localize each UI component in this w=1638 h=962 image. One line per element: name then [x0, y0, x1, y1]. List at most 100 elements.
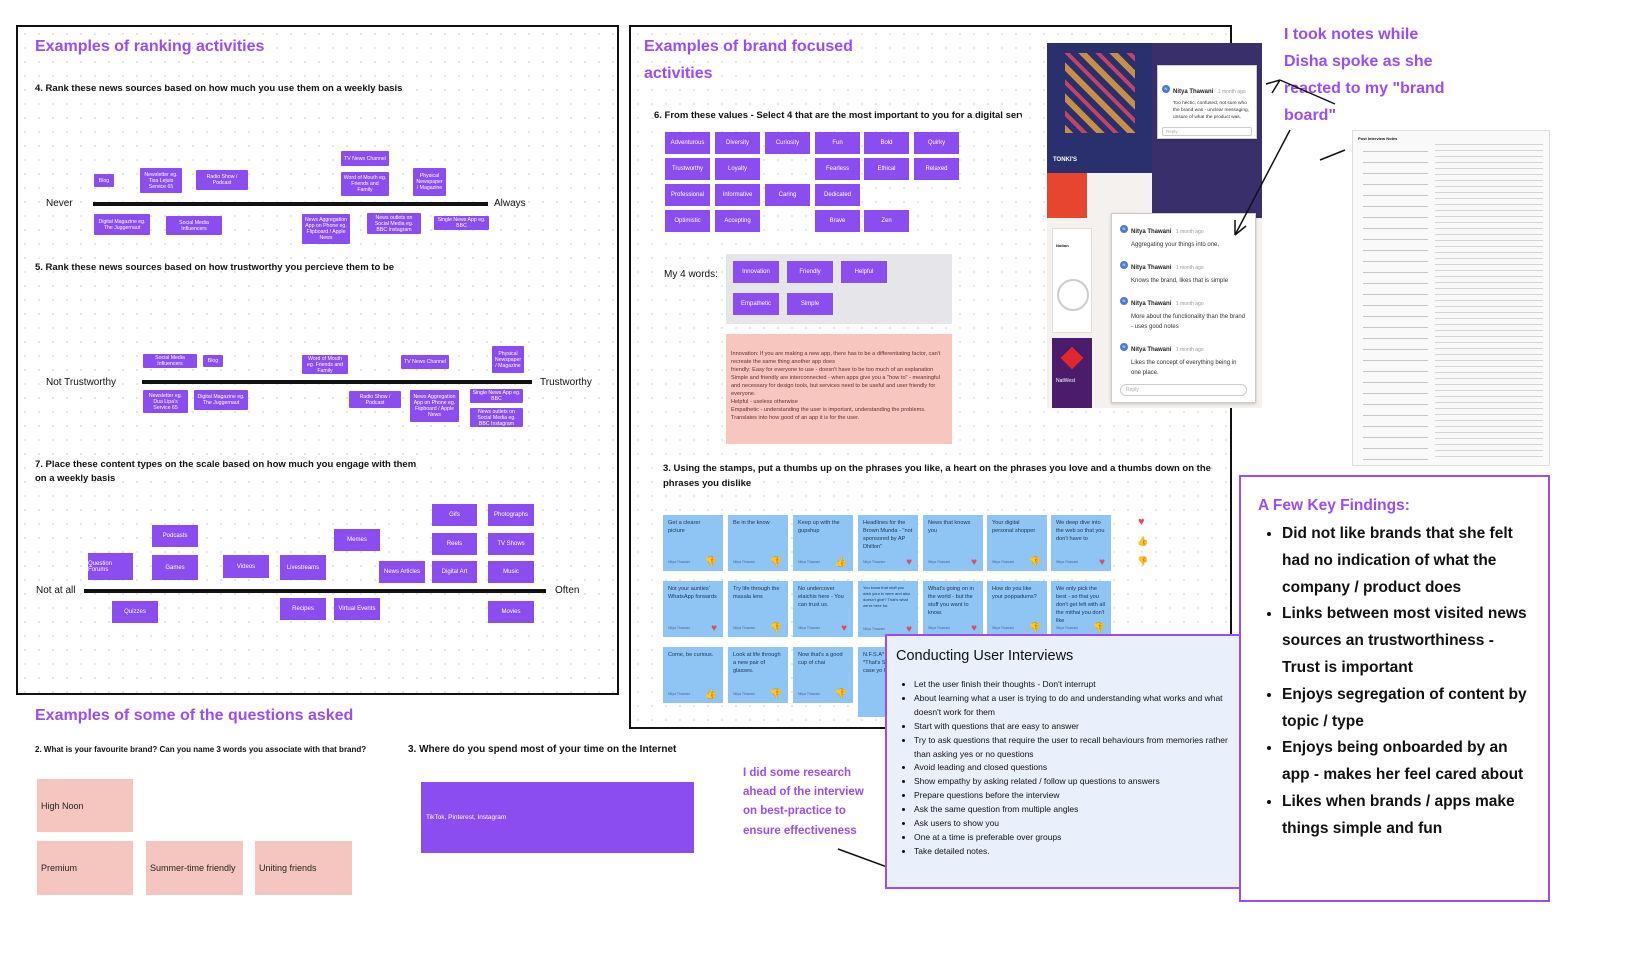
reply-input[interactable]: Reply — [1120, 384, 1247, 396]
q7-chip[interactable]: Memes — [334, 529, 380, 551]
q5-chip[interactable]: Digital Magazine eg. The Juggernaut — [194, 390, 248, 410]
value-chip[interactable]: Adventurous — [665, 132, 710, 154]
note-author: Nitya Thawani — [928, 626, 951, 630]
q7-chip[interactable]: Reels — [432, 533, 477, 555]
sticky-note[interactable]: No undercover elaichis here - You can tr… — [793, 581, 853, 637]
q5-left-label: Not Trustworthy — [46, 377, 117, 388]
note-text: Keep up with the gupshup — [798, 520, 840, 534]
my-word-chip[interactable]: Helpful — [841, 261, 887, 283]
q4-chip[interactable]: Single News App eg. BBC — [434, 216, 489, 230]
q4-chip[interactable]: Radio Show / Podcast — [196, 170, 248, 190]
q7-chip[interactable]: TV Shows — [488, 533, 534, 555]
value-chip[interactable]: Curiosity — [765, 132, 810, 154]
q7-chip[interactable]: Recipes — [280, 598, 326, 620]
value-chip[interactable]: Bold — [864, 132, 909, 154]
value-chip[interactable]: Fun — [815, 132, 860, 154]
q4-chip[interactable]: Physical Newspaper / Magazine — [413, 168, 446, 196]
ranking-title: Examples of ranking activities — [35, 38, 265, 55]
q7-chip[interactable]: Videos — [223, 555, 269, 578]
sticky-note[interactable]: You know that stuff you wish your tv wer… — [858, 581, 918, 637]
q5-chip[interactable]: Word of Mouth eg. Friends and Family — [302, 355, 348, 374]
sticky-note[interactable]: Come, be curious.Nitya Thawani👍 — [663, 647, 723, 703]
q7-chip[interactable]: Quizzes — [112, 601, 158, 623]
thumbs-up-stamp-icon[interactable]: 👍 — [1137, 536, 1149, 546]
value-chip[interactable]: Caring — [765, 184, 810, 206]
q4-chip[interactable]: Newsletter eg. Tisa Lejuis Service 65 — [140, 168, 182, 193]
q7-chip[interactable]: Virtual Events — [334, 598, 380, 620]
my-word-chip[interactable]: Friendly — [787, 261, 833, 283]
q4-chip[interactable]: Blog — [94, 174, 114, 187]
interview-tips-title: Conducting User Interviews — [896, 648, 1074, 664]
sticky-note[interactable]: What's going on in the world - but the s… — [923, 581, 983, 637]
value-chip[interactable]: Informative — [715, 184, 760, 206]
value-chip[interactable]: Zen — [864, 210, 909, 232]
tip-item: About learning what a user is trying to … — [914, 692, 1234, 720]
value-chip[interactable]: Fearless — [815, 158, 860, 180]
note-text: What's going on in the world - but the s… — [928, 586, 974, 616]
q7-chip[interactable]: Podcasts — [152, 525, 198, 547]
note-text: N.F.S.A* NSFW *That's South A case yo he… — [863, 652, 903, 674]
q5-chip[interactable]: News outlets on Social Media eg. BBC Ins… — [470, 408, 523, 427]
q5-chip[interactable]: Single News App eg. BBC — [470, 389, 523, 403]
value-chip[interactable]: Brave — [815, 210, 860, 232]
value-chip[interactable]: Dedicated — [815, 184, 860, 206]
q7-chip[interactable]: News Articles — [379, 561, 425, 583]
q5-chip[interactable]: Radio Show / Podcast — [349, 391, 401, 408]
my-word-chip[interactable]: Empathetic — [733, 293, 779, 315]
value-chip[interactable]: Ethical — [864, 158, 909, 180]
q5-chip[interactable]: Blog — [203, 355, 223, 367]
q5-chip[interactable]: News Aggregation App on Phone eg. Flipbo… — [410, 390, 459, 422]
q4-chip[interactable]: TV News Channel — [341, 151, 389, 166]
q7-chip[interactable]: Music — [488, 561, 534, 583]
value-chip[interactable]: Accepting — [715, 210, 760, 232]
q7-chip[interactable]: Photographs — [488, 504, 534, 526]
q5-chip[interactable]: TV News Channel — [401, 355, 449, 369]
sticky-note[interactable]: We deep dive into the web so that you do… — [1051, 515, 1111, 571]
value-chip[interactable]: Trustworthy — [665, 158, 710, 180]
q7-chip[interactable]: Digital Art — [432, 561, 477, 583]
q5-chip[interactable]: Newsletter eg. Dua Lipa's Service 65 — [143, 390, 188, 413]
my-word-chip[interactable]: Innovation — [733, 261, 779, 283]
q4-chip[interactable]: Social Media Influencers — [166, 216, 222, 235]
my-word-chip[interactable]: Simple — [787, 293, 833, 315]
sticky-note[interactable]: We only pick the best - so that you don'… — [1051, 581, 1111, 637]
q7-chip[interactable]: Question Forums — [88, 553, 133, 580]
natwest-logo — [1060, 346, 1084, 370]
thumbs-down-stamp-icon[interactable]: 👎 — [1137, 556, 1149, 566]
q7-chip[interactable]: Livestreams — [280, 555, 326, 580]
value-chip[interactable]: Optimistic — [665, 210, 710, 232]
sticky-note[interactable]: Headlines for the Brown Munda - "not spo… — [858, 515, 918, 571]
reply-input[interactable]: Reply — [1162, 127, 1252, 136]
q5-chip[interactable]: Social Media Influencers — [143, 354, 197, 368]
q4-chip[interactable]: News Aggregation App on Phone eg. Flipbo… — [302, 214, 350, 244]
q4-chip[interactable]: Word of Mouth eg. Friends and Family — [341, 172, 389, 196]
tip-item: Ask the same question from multiple angl… — [914, 803, 1234, 817]
thumbs-down-stamp-icon: 👎 — [704, 557, 717, 568]
q7-chip[interactable]: Games — [152, 555, 198, 580]
value-chip[interactable]: Loyalty — [715, 158, 760, 180]
sticky-note[interactable]: Look at life through a new pair of glass… — [728, 647, 788, 703]
q4-chip[interactable]: Digital Magazine eg. The Juggernaut — [94, 214, 150, 235]
value-chip[interactable]: Relaxed — [914, 158, 959, 180]
q5-chip[interactable]: Physical Newspaper / Magazine — [492, 346, 524, 373]
value-chip[interactable]: Quirky — [914, 132, 959, 154]
q7-chip[interactable]: Movies — [488, 601, 534, 623]
value-chip[interactable]: Professional — [665, 184, 710, 206]
value-chip[interactable]: Diversity — [715, 132, 760, 154]
q4-chip[interactable]: News outlets on Social Media eg. BBC Ins… — [367, 213, 421, 234]
sticky-note[interactable]: How do you like your poppadums?Nitya Tha… — [987, 581, 1047, 637]
heart-stamp-icon[interactable]: ♥ — [1138, 516, 1145, 528]
q7-chip[interactable]: Gifs — [432, 504, 477, 526]
